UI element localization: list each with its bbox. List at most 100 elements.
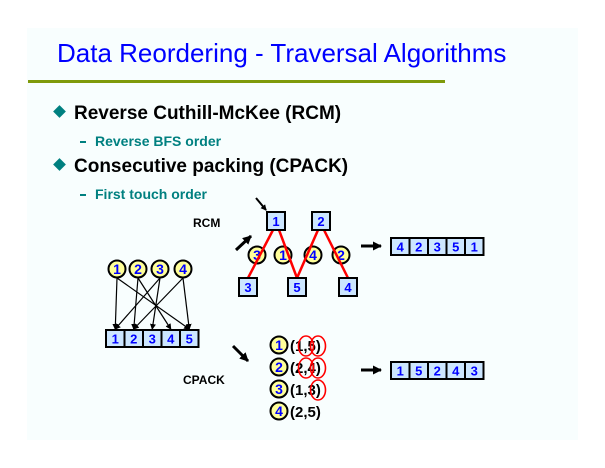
array-cell: [125, 331, 142, 346]
bullet-cpack-text: Consecutive packing (CPACK): [74, 156, 349, 177]
array-cell-label: 2: [130, 332, 137, 347]
data-cell: [287, 277, 307, 297]
computation-node: 3: [150, 259, 170, 279]
rcm-leaf-node: 4: [338, 277, 358, 297]
array-cell-label: 5: [415, 364, 422, 379]
array-cell: [392, 363, 409, 378]
data-cell-label: 2: [317, 214, 324, 229]
data-cell: [266, 211, 286, 231]
computation-circle: [269, 401, 289, 421]
rcm-root-node: 2: [311, 211, 331, 231]
computation-node: 4: [173, 259, 193, 279]
computation-node: 2: [128, 259, 148, 279]
first-touch-highlight: [309, 335, 327, 357]
dash-bullet-icon: [80, 141, 86, 143]
array-cell: [429, 239, 446, 254]
array-cell: [429, 363, 446, 378]
computation-label: 2: [337, 247, 345, 263]
bullet-cpack: Consecutive packing (CPACK): [53, 156, 349, 178]
data-cell: [338, 277, 358, 297]
cpack-pair-text: (2,5): [290, 404, 321, 421]
computation-circle: [107, 259, 127, 279]
computation-circle: [269, 335, 289, 355]
computation-label: 1: [113, 261, 121, 277]
array-cell: [447, 363, 464, 378]
computation-label: 4: [275, 403, 283, 419]
bullet-rcm-text: Reverse Cuthill-McKee (RCM): [74, 103, 342, 124]
first-touch-highlight: [297, 335, 315, 357]
access-edge: [116, 277, 191, 330]
array-cell-label: 3: [434, 240, 441, 255]
data-cell-label: 1: [272, 214, 279, 229]
computation-label: 2: [275, 359, 283, 375]
rcm-tree-edge: [277, 229, 299, 279]
access-edge: [137, 277, 172, 330]
data-cell-label: 4: [344, 280, 352, 295]
computation-label: 2: [134, 261, 142, 277]
access-edge: [182, 277, 192, 330]
array-cell: [466, 363, 483, 378]
array-cell-label: 1: [397, 364, 404, 379]
slide-background: [27, 28, 578, 440]
computation-circle: [128, 259, 148, 279]
data-cell: [311, 211, 331, 231]
access-edge: [114, 277, 161, 330]
computation-circle: [269, 379, 289, 399]
cpack-label: CPACK: [183, 373, 225, 387]
cpack-computation-node: 2: [269, 357, 289, 377]
array-cell: [410, 363, 427, 378]
array-cell-label: 5: [186, 332, 193, 347]
array-cell-label: 4: [452, 364, 460, 379]
rcm-root-node: 1: [266, 211, 286, 231]
access-edge: [133, 277, 184, 330]
rcm-tree-edge: [322, 229, 350, 279]
array-cell-label: 3: [471, 364, 478, 379]
bullet-rcm: Reverse Cuthill-McKee (RCM): [53, 103, 342, 125]
cpack-computation-node: 3: [269, 379, 289, 399]
first-touch-highlight: [297, 357, 315, 379]
computation-node: 1: [107, 259, 127, 279]
computation-circle: [173, 259, 193, 279]
computation-label: 4: [179, 261, 187, 277]
computation-label: 3: [253, 247, 261, 263]
computation-label: 3: [156, 261, 164, 277]
rcm-tree-edges: [246, 229, 350, 279]
rcm-tree-edge: [246, 229, 275, 279]
cpack-computation-node: 1: [269, 335, 289, 355]
rcm-tree-edge: [295, 229, 320, 279]
computation-label: 1: [279, 247, 287, 263]
cpack-pair-text: (1,3): [290, 382, 321, 399]
data-cell: [238, 277, 258, 297]
array-cell-label: 5: [452, 240, 459, 255]
rcm-label: RCM: [193, 216, 221, 230]
array-cell-label: 1: [112, 332, 119, 347]
computation-label: 4: [309, 247, 317, 263]
title-underline: [28, 80, 445, 83]
array-cell-label: 4: [397, 240, 405, 255]
first-touch-highlight: [309, 357, 327, 379]
array-cell: [410, 239, 427, 254]
cpack-pair-text: (2,4): [290, 360, 321, 377]
sub-bullet-cpack: First touch order: [80, 186, 207, 202]
sub-bullet-rcm: Reverse BFS order: [80, 133, 221, 149]
dash-bullet-icon: [80, 194, 86, 196]
array-cell-label: 2: [434, 364, 441, 379]
rcm-leaf-node: 3: [238, 277, 258, 297]
cpack-arrow-icon: [231, 344, 250, 363]
array-cell: [466, 239, 483, 254]
rcm-leaf-node: 5: [287, 277, 307, 297]
data-cell-label: 5: [293, 280, 300, 295]
array-cell-label: 4: [167, 332, 175, 347]
slide-title: Data Reordering - Traversal Algorithms: [57, 38, 507, 68]
sub-bullet-cpack-text: First touch order: [95, 186, 208, 202]
rcm-arrow-icon: [234, 234, 253, 252]
computation-circle: [269, 357, 289, 377]
array-cell-label: 1: [471, 240, 478, 255]
data-cell-label: 3: [244, 280, 251, 295]
array-cell: [447, 239, 464, 254]
cpack-computation-node: 4: [269, 401, 289, 421]
